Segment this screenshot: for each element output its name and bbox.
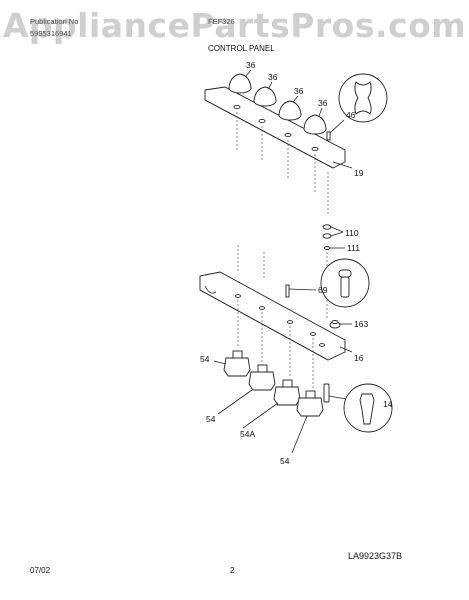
- callout-19: 19: [354, 168, 364, 178]
- control-panel-upper: [204, 86, 346, 169]
- callout-14: 14: [383, 399, 393, 409]
- callout-36-b: 36: [268, 72, 278, 82]
- knob-36-d: [303, 114, 327, 135]
- footer-date: 07/02: [30, 566, 51, 575]
- knob-36-a: [228, 73, 252, 94]
- knob-54-c: [296, 390, 324, 417]
- callout-46: 46: [346, 110, 356, 120]
- footer-drawing-code: LA9923G37B: [348, 551, 403, 561]
- callout-54-c: 54: [280, 456, 290, 466]
- callout-54a: 54A: [240, 429, 255, 439]
- callout-69: 69: [318, 285, 328, 295]
- detail-circle-69: [320, 258, 370, 308]
- footer-page-number: 2: [230, 566, 235, 575]
- page-title: CONTROL PANEL: [208, 44, 275, 53]
- callout-36-d: 36: [318, 98, 328, 108]
- knob-36-c: [278, 100, 302, 121]
- callout-163: 163: [354, 319, 368, 329]
- control-panel-lower: [199, 271, 346, 361]
- callout-111: 111: [347, 243, 360, 253]
- washer-111: [324, 246, 330, 250]
- knob-54-b: [248, 364, 276, 391]
- publication-number: 5995316941: [30, 29, 72, 38]
- knob-54a: [273, 379, 301, 406]
- callout-36-a: 36: [246, 60, 256, 70]
- callout-16: 16: [354, 353, 364, 363]
- publication-label: Publication No: [30, 17, 79, 26]
- callout-54-b: 54: [206, 414, 216, 424]
- detail-circle-14: [343, 383, 393, 433]
- model-number: FEF326: [208, 17, 235, 26]
- detail-circle-46: [338, 73, 388, 123]
- nut-110: [322, 224, 332, 239]
- callout-110: 110: [345, 228, 359, 238]
- knob-36-b: [253, 86, 277, 107]
- knob-54-a: [223, 350, 251, 377]
- callout-54-a: 54: [200, 354, 210, 364]
- grommet-163: [329, 320, 341, 329]
- callout-36-c: 36: [294, 86, 304, 96]
